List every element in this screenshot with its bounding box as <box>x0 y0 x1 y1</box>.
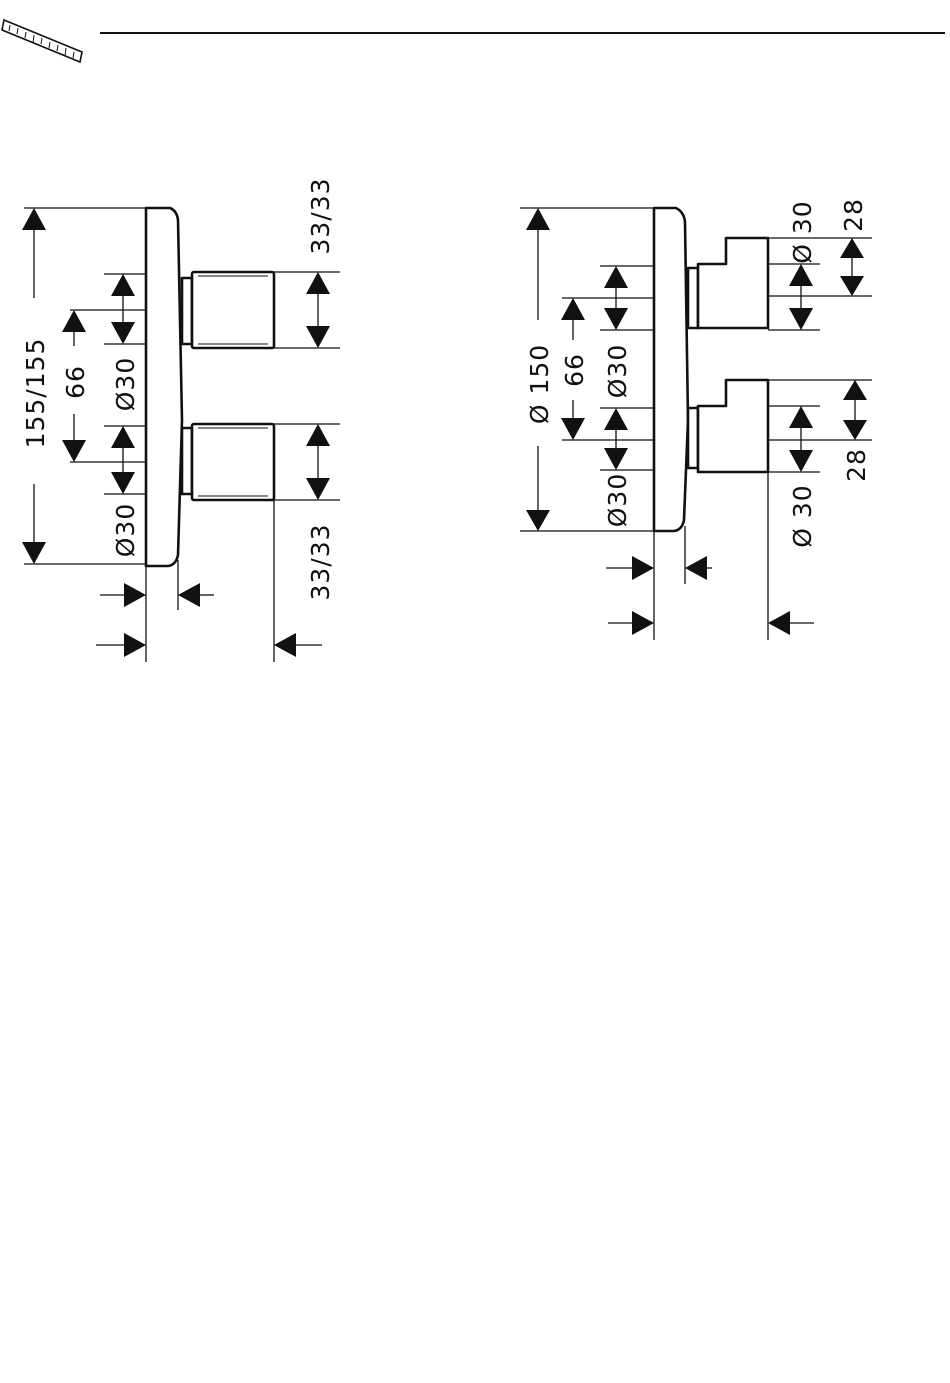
right-spacing-label: 66 <box>560 353 589 387</box>
right-diameter-bottom-label: Ø30 <box>603 473 632 528</box>
right-drawing: Ø 150 66 Ø30 Ø30 Ø 30 Ø 30 28 <box>520 198 872 640</box>
left-projection-top-label: 33/33 <box>306 177 335 254</box>
left-projection-bottom-label: 33/33 <box>306 523 335 600</box>
left-faceplate <box>146 208 182 566</box>
left-collar-bottom <box>182 428 192 494</box>
left-handle-top <box>192 272 274 348</box>
right-knob-bottom <box>698 380 768 472</box>
right-knob-width-top-label: 28 <box>839 198 868 232</box>
right-faceplate <box>654 208 688 531</box>
left-overall-height-label: 155/155 <box>21 338 50 449</box>
left-diameter-bottom-label: Ø30 <box>111 503 140 558</box>
left-drawing: 155/155 66 Ø30 Ø30 33/33 33/33 <box>21 177 340 662</box>
ruler-icon <box>2 20 82 62</box>
right-collar-bottom <box>688 408 698 468</box>
right-overall-diameter-label: Ø 150 <box>525 344 554 424</box>
right-knob-diameter-bottom-label: Ø 30 <box>788 484 817 547</box>
right-knob-top <box>698 238 768 328</box>
left-diameter-top-label: Ø30 <box>111 357 140 412</box>
left-collar-top <box>182 278 192 344</box>
left-spacing-label: 66 <box>61 365 90 399</box>
right-diameter-top-label: Ø30 <box>603 344 632 399</box>
left-handle-bottom <box>192 424 274 500</box>
right-collar-top <box>688 268 698 328</box>
right-knob-diameter-top-label: Ø 30 <box>788 200 817 263</box>
right-knob-width-bottom-label: 28 <box>842 448 871 482</box>
